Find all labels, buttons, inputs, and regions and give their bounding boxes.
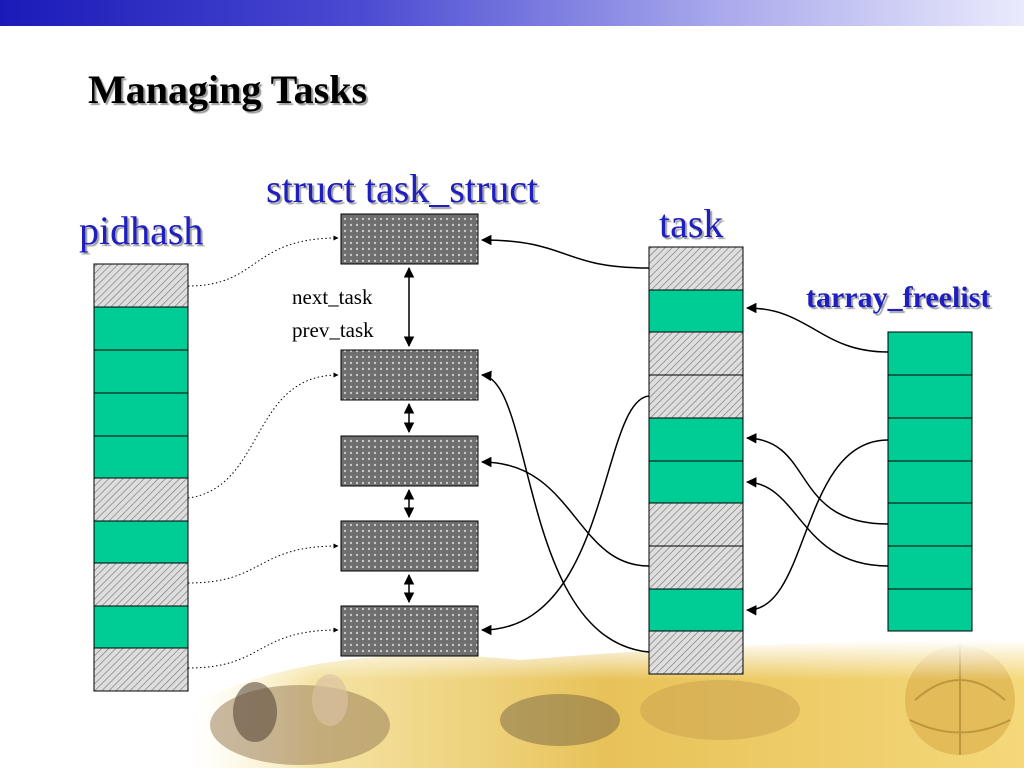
task-slot — [648, 502, 744, 547]
pidhash-slot — [93, 306, 189, 351]
task-struct-box — [340, 605, 479, 657]
task-pointers — [480, 234, 650, 653]
freelist-slot — [887, 417, 973, 462]
task-struct-box — [340, 520, 479, 572]
pidhash-slot — [93, 647, 189, 692]
freelist-slot — [887, 502, 973, 547]
pidhash-slot — [93, 392, 189, 437]
task-struct-box — [340, 349, 479, 401]
freelist-pointers — [745, 302, 889, 616]
pidhash-slot — [93, 605, 189, 649]
freelist-slot — [887, 374, 973, 419]
slide-title: Managing Tasks — [88, 67, 368, 112]
pidhash-label: pidhash — [79, 208, 204, 253]
pidhash-slot — [93, 263, 189, 308]
task-struct-box — [340, 435, 479, 487]
task-array — [648, 246, 744, 675]
pidhash-pointers — [187, 235, 339, 669]
freelist-slot — [887, 460, 973, 504]
task-slot — [648, 374, 744, 419]
title-bar-gradient — [0, 0, 1024, 26]
next-task-label: next_task — [292, 285, 373, 309]
tarray-freelist-array — [887, 331, 973, 632]
task-slot — [648, 545, 744, 590]
pidhash-array — [93, 263, 189, 692]
task-struct-list — [340, 213, 479, 657]
task-struct-box — [340, 213, 479, 265]
tarray-freelist-label: tarray_freelist — [806, 281, 991, 314]
pidhash-slot — [93, 435, 189, 479]
pidhash-slot — [93, 562, 189, 607]
task-slot — [648, 630, 744, 675]
task-slot — [648, 289, 744, 333]
task-slot — [648, 331, 744, 376]
task-slot — [648, 246, 744, 291]
task-struct-label: struct task_struct — [266, 166, 539, 211]
task-slot — [648, 417, 744, 462]
prev-task-label: prev_task — [292, 318, 374, 342]
freelist-slot — [887, 331, 973, 376]
freelist-slot — [887, 588, 973, 632]
pidhash-slot — [93, 349, 189, 394]
pidhash-slot — [93, 477, 189, 522]
task-slot — [648, 460, 744, 504]
freelist-slot — [887, 545, 973, 590]
task-slot — [648, 588, 744, 632]
pidhash-slot — [93, 520, 189, 564]
task-label: task — [659, 201, 724, 246]
